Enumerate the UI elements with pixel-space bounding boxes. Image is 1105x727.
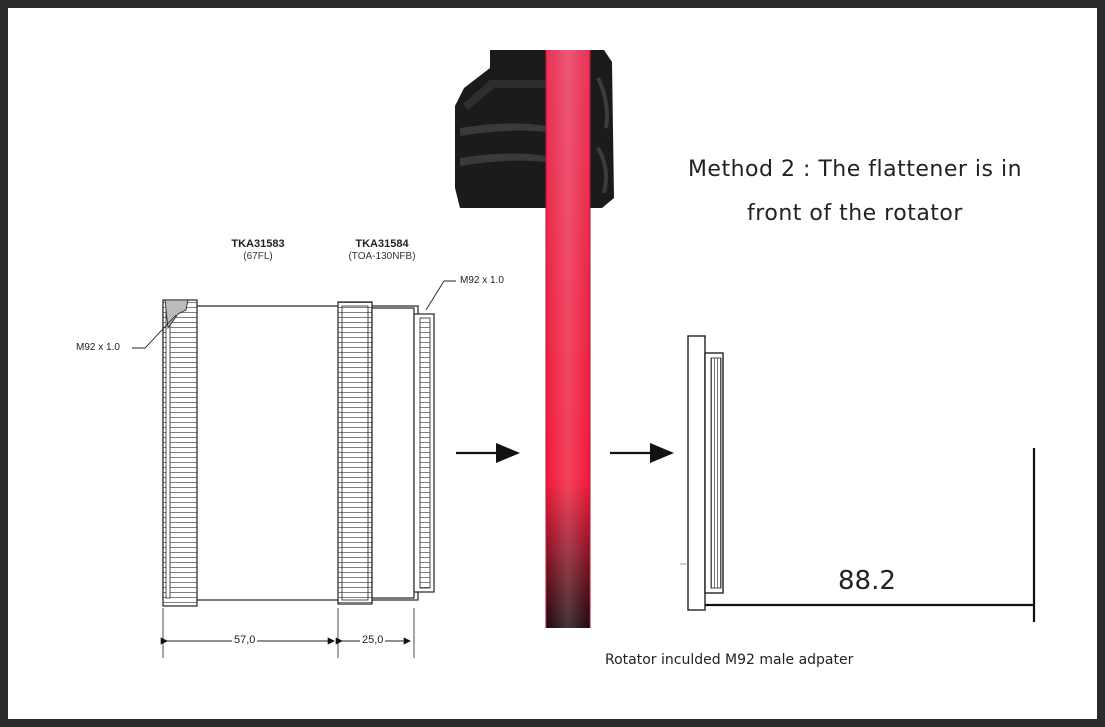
flattener-part-model: (67FL) <box>243 251 273 262</box>
left-thread-callout: M92 x 1.0 <box>76 342 120 353</box>
backfocus-dimension <box>705 448 1036 622</box>
rotator-body <box>455 50 614 628</box>
rotator-caption: Rotator inculded M92 male adpater <box>605 652 854 668</box>
adapter-profile <box>680 335 724 611</box>
flattener-drawing <box>162 299 435 607</box>
adapter-part-code: TKA31584 <box>355 238 409 250</box>
flow-arrow-1 <box>456 443 520 463</box>
diagram-drawing <box>132 50 1036 658</box>
thread-callout-leaders <box>132 280 456 349</box>
method-title-line-2: front of the rotator <box>747 201 963 226</box>
adapter-part-model: (TOA-130NFB) <box>348 251 416 262</box>
diagram-canvas: TKA31583 (67FL) TKA31584 (TOA-130NFB) M9… <box>8 8 1097 719</box>
flow-arrow-2 <box>610 443 674 463</box>
dimension-lines <box>160 608 415 658</box>
flattener-part-code: TKA31583 <box>231 238 285 250</box>
method-title-line-1: Method 2 : The flattener is in <box>687 157 1023 182</box>
right-thread-callout: M92 x 1.0 <box>460 275 504 286</box>
backfocus-value: 88.2 <box>838 566 896 596</box>
adapter-length-label: 25,0 <box>360 634 386 646</box>
flattener-length-label: 57,0 <box>232 634 258 646</box>
